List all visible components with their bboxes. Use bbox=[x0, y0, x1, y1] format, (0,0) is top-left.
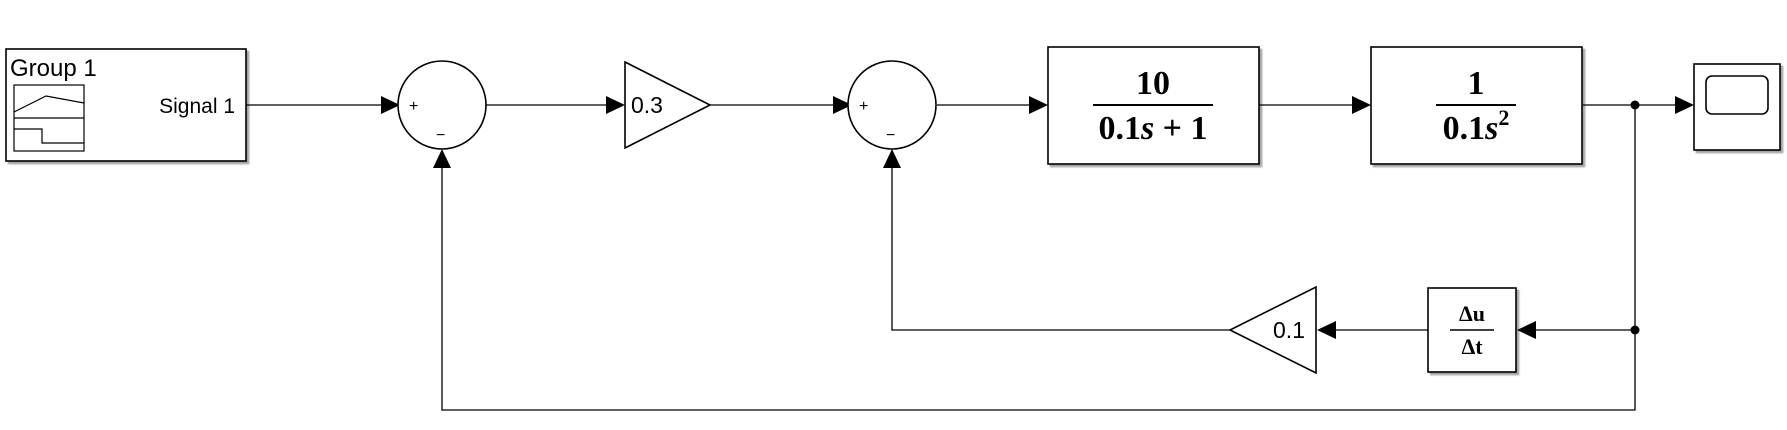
sum-block-1[interactable]: + − bbox=[397, 60, 487, 150]
arrow-into-gain1 bbox=[606, 96, 625, 114]
tf-1-denominator: 0.1s + 1 bbox=[1098, 110, 1207, 147]
arrow-into-gain2 bbox=[1317, 321, 1336, 339]
tf-2-numerator: 1 bbox=[1468, 65, 1485, 102]
tf-2-denominator: 0.1s2 bbox=[1443, 105, 1510, 147]
derivative-frame[interactable] bbox=[1427, 287, 1517, 373]
sum-2-circle[interactable] bbox=[847, 60, 937, 150]
derivative-block[interactable]: Δu Δt bbox=[1427, 287, 1517, 373]
derivative-denominator: Δt bbox=[1461, 334, 1483, 359]
arrow-into-tf2 bbox=[1352, 96, 1371, 114]
arrow-into-derivative bbox=[1517, 321, 1536, 339]
gain-2-triangle[interactable] bbox=[1228, 285, 1317, 375]
arrow-into-sum2 bbox=[833, 96, 852, 114]
gain-2-value: 0.1 bbox=[1273, 317, 1305, 343]
tf-1-numerator: 10 bbox=[1136, 65, 1170, 102]
sum-2-minus-sign: − bbox=[886, 127, 895, 144]
sum-2-plus-sign: + bbox=[859, 98, 868, 115]
arrow-into-sum1-minus bbox=[433, 149, 451, 168]
wire-outer-feedback bbox=[441, 105, 1636, 411]
arrow-into-sum2-minus bbox=[883, 149, 901, 168]
wire-inner-feedback bbox=[891, 165, 1230, 331]
gain-block-2[interactable]: 0.1 bbox=[1228, 285, 1317, 375]
signal-waveform-icon bbox=[13, 84, 85, 152]
group-label: Group 1 bbox=[10, 55, 97, 82]
transfer-fcn-block-2[interactable]: 1 0.1s2 bbox=[1370, 46, 1583, 165]
signal-lines bbox=[246, 100, 1678, 411]
arrow-into-scope bbox=[1675, 96, 1694, 114]
sum-1-minus-sign: − bbox=[436, 127, 445, 144]
arrow-into-sum1 bbox=[381, 96, 400, 114]
arrow-into-tf1 bbox=[1029, 96, 1048, 114]
gain-1-value: 0.3 bbox=[631, 92, 663, 118]
transfer-fcn-block-1[interactable]: 10 0.1s + 1 bbox=[1047, 46, 1260, 165]
derivative-numerator: Δu bbox=[1459, 301, 1485, 326]
gain-1-triangle[interactable] bbox=[624, 60, 712, 150]
gain-block-1[interactable]: 0.3 bbox=[624, 60, 712, 150]
signal-builder-block[interactable]: Group 1 Signal 1 bbox=[5, 48, 247, 162]
arrowheads bbox=[381, 96, 1694, 339]
sum-block-2[interactable]: + − bbox=[847, 60, 937, 150]
scope-block[interactable] bbox=[1693, 63, 1781, 151]
branch-point-bottom bbox=[1630, 325, 1640, 335]
scope-icon bbox=[1705, 75, 1769, 115]
signal-label: Signal 1 bbox=[159, 95, 235, 118]
branch-point-top bbox=[1630, 100, 1640, 110]
sum-1-circle[interactable] bbox=[397, 60, 487, 150]
sum-1-plus-sign: + bbox=[409, 98, 418, 115]
